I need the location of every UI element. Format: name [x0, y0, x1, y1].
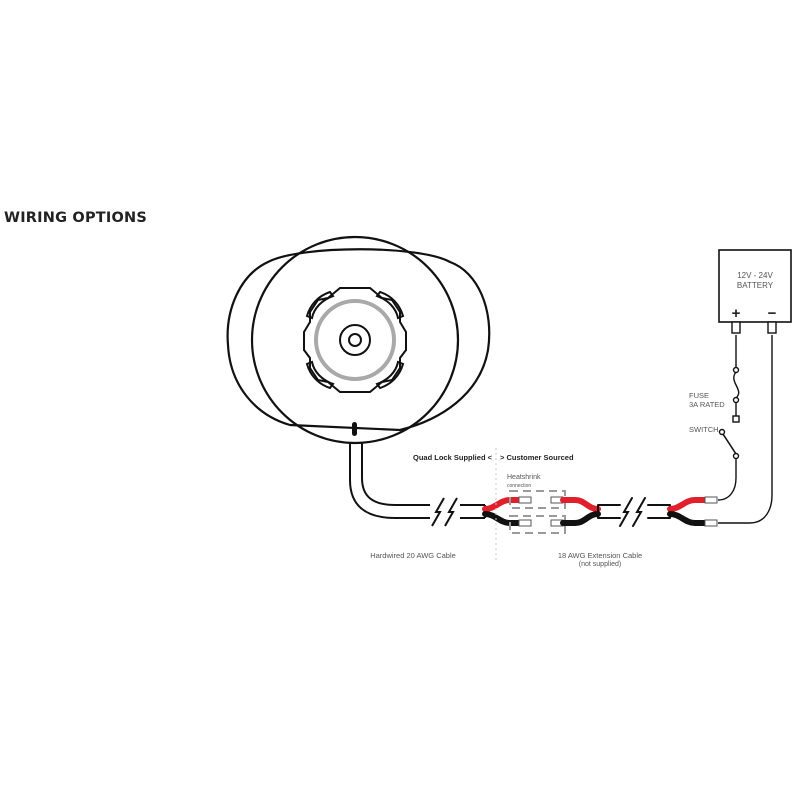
quad-lock-mount [303, 287, 407, 393]
battery: 12V - 24V BATTERY + − [718, 249, 792, 334]
extension-cable [550, 496, 718, 527]
extension-cable-note: (not supplied) [579, 561, 621, 568]
led-indicator [352, 422, 357, 436]
hardwired-cable-label: Hardwired 20 AWG Cable [370, 551, 456, 560]
heatshrink-boxes [509, 490, 566, 534]
supplied-section-label: Quad Lock Supplied < [413, 453, 493, 462]
sourced-section-label: > Customer Sourced [500, 453, 574, 462]
hardwired-leads [482, 496, 532, 527]
heatshrink-label: Heatshrink [507, 474, 541, 481]
battery-voltage-label: 12V - 24V [737, 271, 773, 280]
positive-terminal-icon: + [732, 305, 741, 322]
heatshrink-sublabel: connection [507, 483, 531, 489]
extension-cable-label: 18 AWG Extension Cable [558, 551, 642, 560]
battery-label: BATTERY [737, 281, 774, 290]
battery-wires [717, 335, 773, 524]
negative-terminal-icon: − [768, 305, 777, 322]
page-title: WIRING OPTIONS [4, 210, 147, 226]
fuse-rating-label: 3A RATED [689, 400, 725, 409]
fuse-label: FUSE [689, 391, 709, 400]
hardwired-cable [349, 443, 486, 527]
charger-device [226, 235, 491, 445]
switch-label: SWITCH [689, 425, 719, 434]
